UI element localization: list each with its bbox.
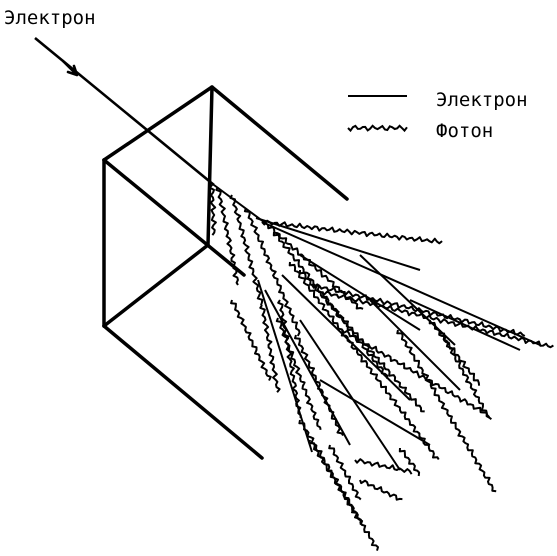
photon-track (262, 221, 442, 244)
electromagnetic-shower (210, 185, 554, 551)
photon-track (355, 459, 412, 474)
photon-track (329, 445, 361, 500)
block-back-top-edge (104, 87, 347, 199)
legend-photon-wave (348, 126, 407, 131)
block-back-vertical-edge (208, 87, 212, 245)
block-bottom-edge (104, 245, 208, 326)
incoming-electron-track (35, 38, 214, 185)
electron-track (410, 300, 520, 350)
photon-track (360, 480, 402, 500)
photon-track (309, 440, 378, 551)
block-front-top-edge (104, 160, 244, 275)
absorber-block (104, 87, 347, 458)
photon-track (278, 300, 301, 418)
incoming-arrow-icon (63, 61, 77, 75)
block-bottom-front-edge (104, 326, 262, 458)
photon-track (439, 330, 491, 419)
electron-track (320, 380, 430, 445)
